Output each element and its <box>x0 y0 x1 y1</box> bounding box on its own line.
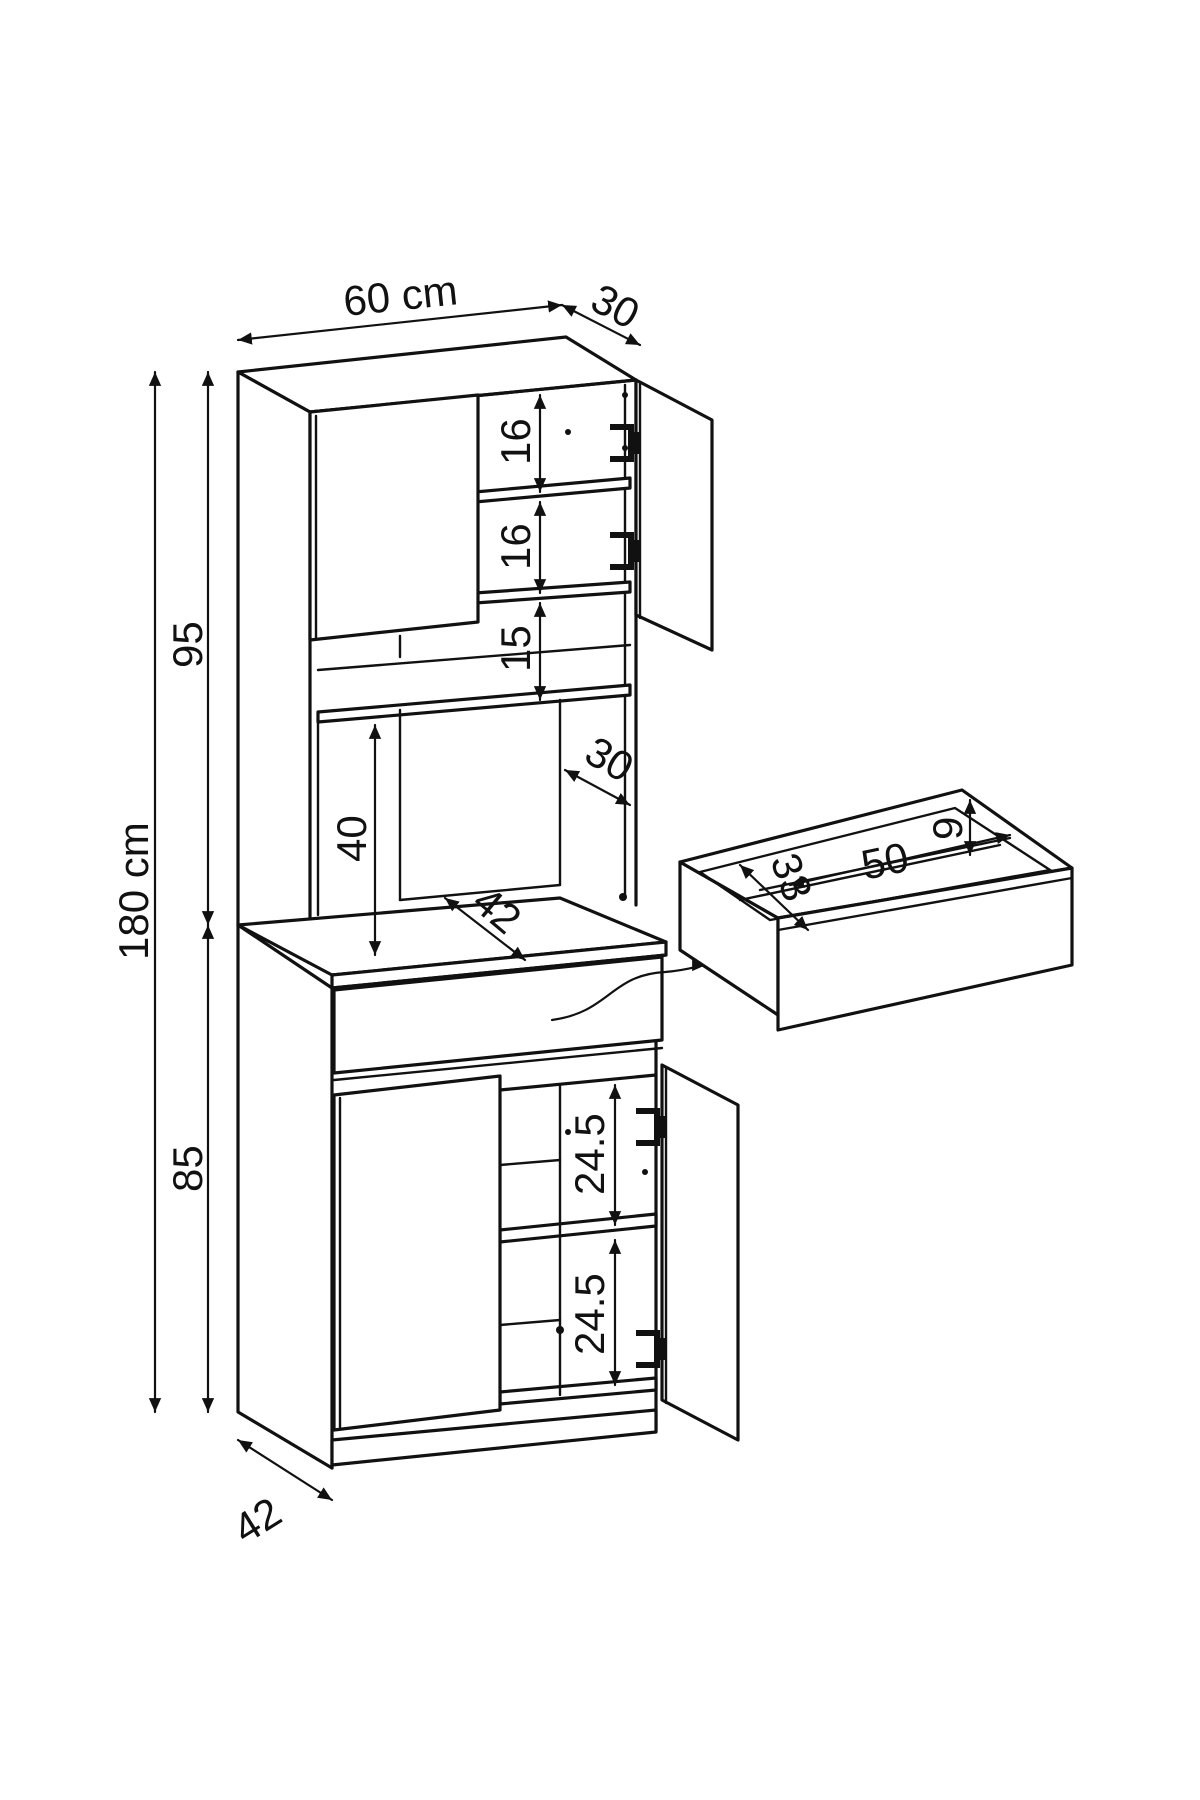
lower-shelf-top-label: 24.5 <box>566 1113 613 1195</box>
width-label: 60 cm <box>341 266 460 325</box>
lower-shelf-bottom <box>498 1376 658 1406</box>
doors <box>308 378 740 1442</box>
hinges <box>556 392 666 1368</box>
hinge-icon <box>636 1108 666 1146</box>
upper-left-side-panel <box>236 370 312 942</box>
lower-left-side-panel <box>236 923 334 1470</box>
drawer-width-label: 50 <box>857 833 912 889</box>
niche-height-label: 40 <box>328 815 375 862</box>
top-depth-label: 30 <box>584 274 647 337</box>
drawer-height-label: 9 <box>924 817 971 840</box>
base-depth-label: 42 <box>225 1488 290 1553</box>
shelf-top-label: 16 <box>492 418 539 465</box>
drawer-pullout-arrow <box>550 958 708 1022</box>
hinge-icon <box>636 1330 666 1368</box>
hinge-icon <box>610 424 640 462</box>
plinth <box>330 1408 658 1467</box>
lower-height-label: 85 <box>164 1145 211 1192</box>
upper-height-label: 95 <box>164 621 211 668</box>
lower-shelf-1 <box>498 1212 658 1244</box>
total-height-label: 180 cm <box>110 822 157 960</box>
lower-shelf-bottom-label: 24.5 <box>566 1273 613 1355</box>
upper-shelf-2 <box>473 580 632 605</box>
cabinet <box>236 335 668 1470</box>
upper-shelf-3 <box>316 683 632 724</box>
shelf-second-label: 16 <box>492 523 539 570</box>
shelf-third-label: 15 <box>492 625 539 672</box>
upper-left-door <box>308 393 480 642</box>
lower-left-door <box>332 1074 502 1432</box>
drawer-exploded <box>678 788 1074 1032</box>
upper-right-door-open <box>634 378 714 652</box>
upper-shelf-1 <box>473 476 632 504</box>
dimension-lines <box>148 300 1012 1502</box>
lower-right-door-open <box>660 1063 740 1442</box>
hinge-icon <box>610 532 640 570</box>
